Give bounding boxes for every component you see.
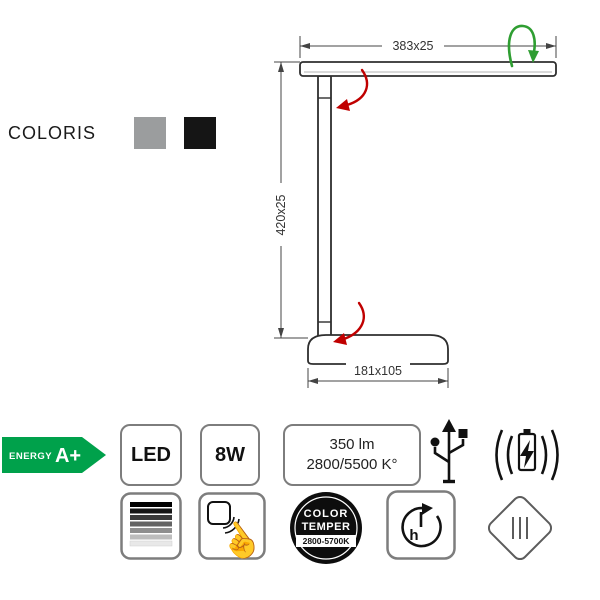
arm-dim-arrow-left: [300, 43, 310, 49]
mode-diamond-icon: [487, 495, 553, 561]
base-dim-label-bg: [346, 363, 410, 377]
arm-dim-arrow-right: [546, 43, 556, 49]
energy-rating: A+: [55, 445, 81, 467]
led-feature-box: LED: [120, 424, 182, 486]
wireless-charging-icon: [495, 429, 559, 481]
badge-ring: [294, 496, 358, 560]
pole-dimension-label: 420x25: [274, 194, 288, 235]
coloris-section: COLORIS: [8, 117, 234, 149]
wave-left-inner: [506, 435, 514, 475]
energy-label: ENERGY: [9, 451, 52, 462]
usb-icon: [430, 419, 468, 484]
touch-box: [198, 492, 266, 560]
touch-wave-inner: [222, 516, 235, 529]
lamp-arm: [299, 61, 557, 77]
base-joint-rotation-arrowhead: [333, 333, 347, 345]
wave-right-inner: [540, 435, 548, 475]
lightning-bolt-icon: [520, 440, 534, 468]
timer-icon: h: [386, 490, 456, 560]
usb-square: [458, 429, 468, 438]
badge-line2: TEMPER: [302, 521, 351, 533]
dim-bar-2: [130, 508, 172, 514]
base-dim-arrow-right: [438, 378, 448, 384]
kelvin-value: 2800/5500 K°: [306, 456, 398, 473]
dim-bar-1: [130, 502, 172, 507]
dim-bar-7: [129, 540, 173, 547]
usb-branch-right: [448, 439, 465, 455]
wattage-feature-box: 8W: [200, 424, 260, 486]
arm-dimension-label: 383x25: [392, 39, 433, 53]
battery-terminal: [523, 429, 531, 434]
top-joint-rotation-arrowhead: [336, 99, 350, 111]
touch-button: [207, 501, 231, 525]
lumen-feature-box: 350 lm 2800/5500 K°: [283, 424, 421, 486]
dim-bar-4: [130, 521, 172, 527]
usb-branch-left: [433, 447, 450, 464]
energy-arrow-shape: [2, 437, 106, 473]
lamp-technical-drawing: 383x25 420x25 181x105: [273, 24, 557, 388]
dim-bar-6: [130, 534, 172, 540]
head-rotation-arrow: [507, 24, 536, 68]
lumen-value: 350 lm: [329, 435, 375, 453]
dimming-levels-icon: [120, 492, 182, 560]
badge-line1: COLOR: [304, 508, 349, 520]
energy-rating-label: ENERGY A+: [2, 437, 106, 473]
arm-dim-label-bg: [382, 38, 444, 53]
color-swatch-grey: [134, 117, 166, 149]
color-temper-badge: COLOR TEMPER 2800-5700K: [290, 492, 362, 564]
timer-unit-label: h: [409, 527, 418, 544]
base-dim-arrow-left: [308, 378, 318, 384]
pole-dim-label-bg: [273, 183, 289, 246]
dim-bar-5: [130, 528, 172, 533]
timer-dial: [401, 506, 442, 548]
badge-range: 2800-5700K: [303, 536, 351, 546]
lamp-base: [307, 334, 449, 365]
head-rotation-arrowhead: [528, 50, 539, 63]
badge-band: [296, 535, 356, 547]
usb-arrow: [442, 419, 456, 432]
wattage-label: 8W: [215, 443, 245, 466]
coloris-label: COLORIS: [8, 122, 97, 143]
usb-circle: [430, 437, 440, 447]
timer-arrowhead: [422, 503, 433, 515]
pole-dim-arrow-top: [278, 62, 284, 72]
wave-left-outer: [495, 429, 504, 481]
wave-right-outer: [550, 429, 559, 481]
touch-switch-icon: ☝: [198, 492, 266, 560]
top-joint-rotation-arrow: [345, 68, 369, 107]
base-joint-rotation-arrow: [342, 301, 365, 341]
base-dimension-label: 181x105: [354, 364, 402, 378]
lamp-pole: [317, 75, 332, 339]
dim-bar-3: [130, 515, 172, 520]
pole-dim-arrow-bottom: [278, 328, 284, 338]
led-label: LED: [131, 443, 171, 466]
touch-wave-outer: [224, 518, 240, 534]
color-swatch-black: [184, 117, 216, 149]
